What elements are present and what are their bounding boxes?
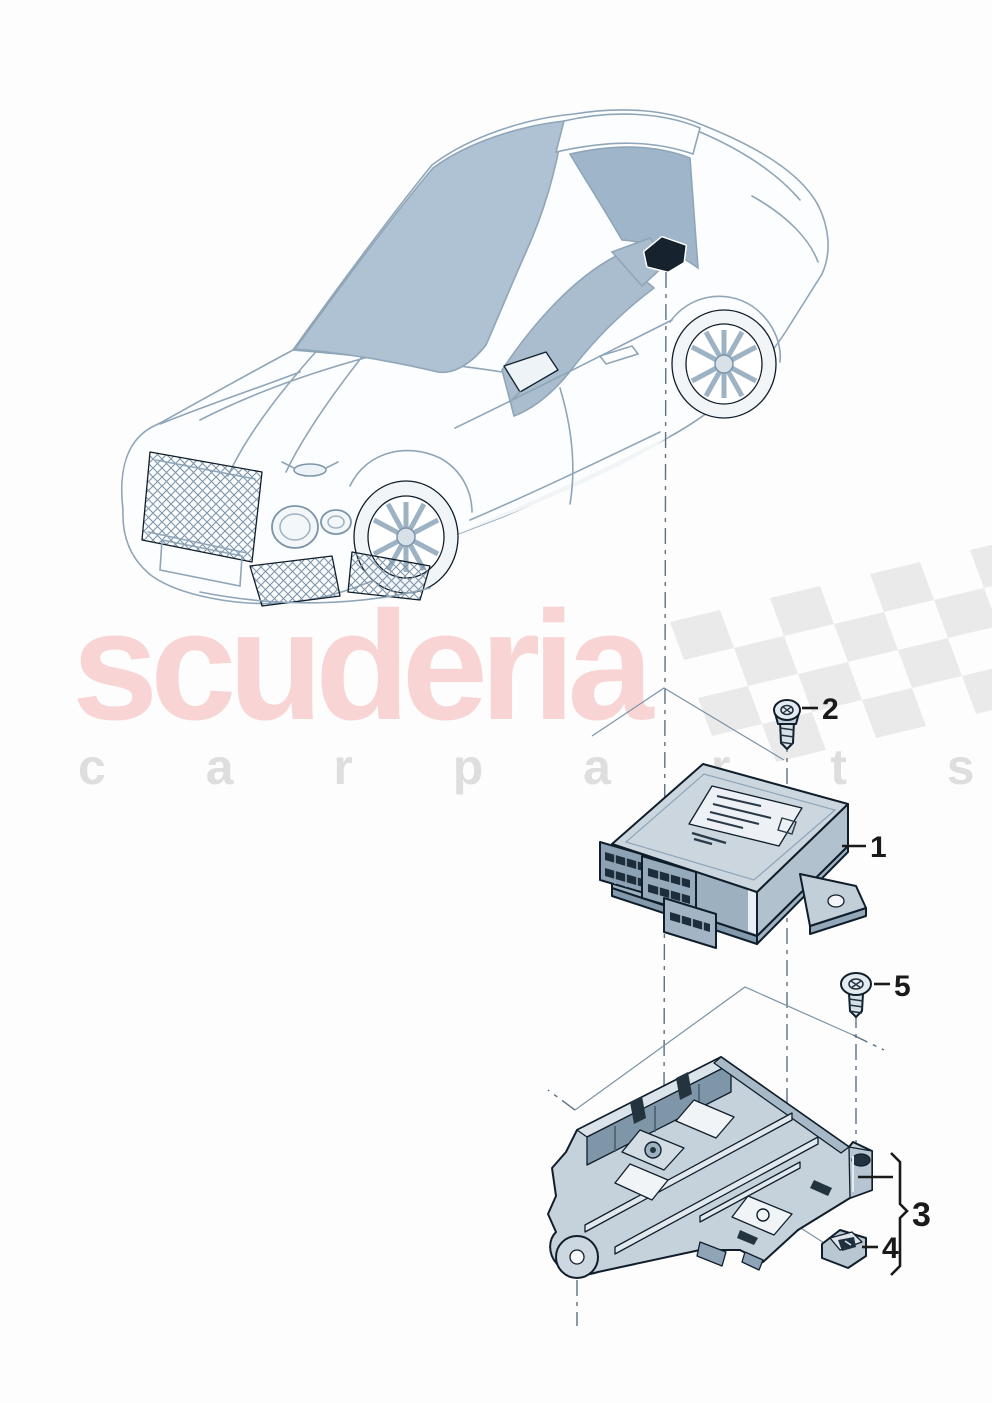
clip-nut — [821, 1229, 867, 1269]
car-illustration — [120, 109, 829, 607]
callout-3-brace — [890, 1152, 909, 1276]
checkered-flag-icon — [670, 538, 992, 762]
front-wheel-arch — [349, 449, 473, 513]
bracket-hole — [614, 1163, 669, 1201]
bracket-corner-tab — [848, 1146, 873, 1199]
bracket-boss — [621, 1129, 685, 1171]
side-mirror — [503, 351, 559, 393]
module-brand-scribble — [691, 831, 727, 846]
bracket-front-clip — [696, 1241, 727, 1267]
screw-2 — [773, 699, 801, 750]
callout-3: 3 — [912, 1196, 931, 1234]
bumper-intake-right — [347, 551, 431, 601]
module-mounting-tab — [799, 873, 867, 935]
bumper-intake-center — [249, 555, 341, 607]
roof-rail — [554, 113, 701, 156]
car-spoiler-line — [751, 195, 819, 263]
callout-1: 1 — [870, 831, 887, 864]
car-trunk-line — [699, 131, 801, 201]
front-plate — [159, 539, 243, 587]
rear-wheel-arch — [669, 295, 782, 363]
callout-4: 4 — [882, 1232, 899, 1265]
projection-dashdot-right — [852, 1034, 885, 1051]
bracket-round-tab — [555, 1235, 599, 1279]
bracket-front-clip — [741, 1251, 764, 1271]
headlight-outer — [271, 505, 319, 549]
bracket-right-edge — [713, 1056, 850, 1154]
car-fender-line — [159, 371, 301, 425]
windshield-glass — [293, 120, 565, 374]
grille — [141, 451, 263, 563]
bracket-slot — [810, 1180, 832, 1196]
grille-frame — [147, 459, 256, 554]
part-location-marker-core — [644, 237, 686, 272]
bracket-ribs — [584, 1112, 819, 1255]
door-handle — [598, 345, 640, 365]
control-module — [599, 763, 867, 949]
callout-5: 5 — [894, 970, 911, 1003]
rear-wheel — [671, 309, 777, 419]
bracket-hole-rear — [731, 1195, 793, 1236]
watermark-sub-text: c a r p a r t s — [78, 739, 992, 795]
car-hood-crease — [227, 333, 333, 477]
bracket-wall-slot — [676, 1072, 692, 1100]
bumper-blade — [199, 587, 431, 604]
bracket-wall-slot — [630, 1096, 646, 1124]
bracket-slot — [737, 1230, 758, 1245]
marker-leader-line — [663, 271, 667, 1099]
module-front-highlight — [748, 890, 756, 934]
callouts: 1 2 3 4 5 — [802, 693, 931, 1276]
watermark-brand-text: scuderia — [72, 579, 654, 752]
bracket-hole — [675, 1099, 735, 1139]
module-top-rim — [624, 773, 837, 881]
callout-2: 2 — [822, 693, 839, 726]
car-sill-line — [469, 431, 661, 521]
car-door-line — [559, 387, 574, 505]
car-character-line — [454, 319, 673, 429]
projection-apex-bottom — [574, 986, 854, 1111]
car-lower-shading — [458, 434, 672, 534]
projection-apex-top — [591, 687, 785, 761]
headlight-inner — [320, 509, 352, 535]
bentley-emblem-icon — [281, 461, 339, 477]
screw-5 — [840, 972, 872, 1018]
mounting-bracket — [547, 1056, 873, 1279]
projection-dashdot-left — [547, 1089, 576, 1111]
module-connectors — [599, 841, 717, 949]
module-label-sticker — [688, 785, 803, 847]
